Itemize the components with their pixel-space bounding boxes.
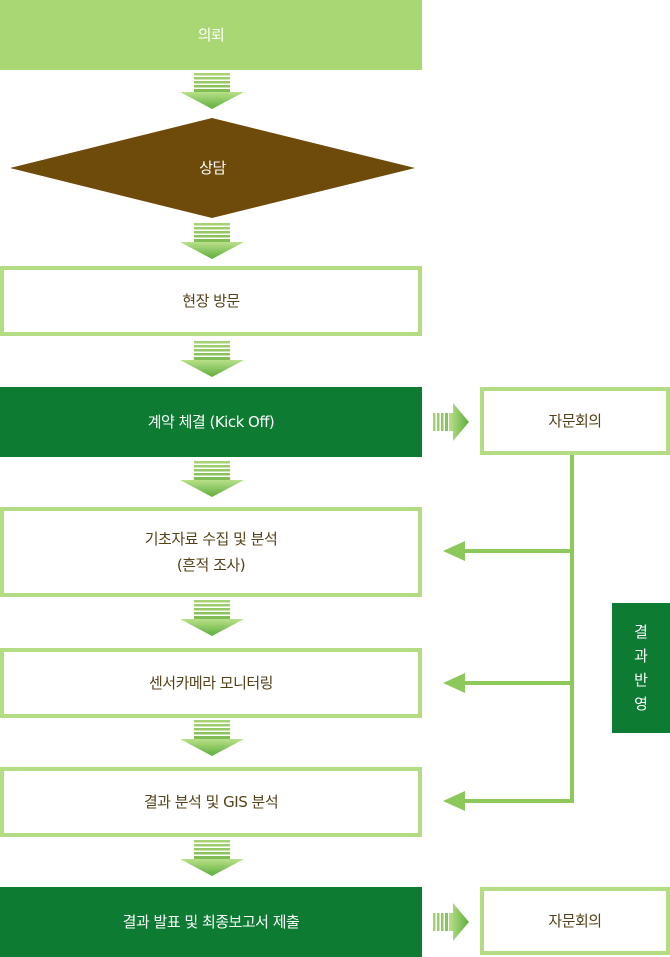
down-arrow-4 xyxy=(180,461,244,497)
advisory-meeting-box-2: 자문회의 xyxy=(480,887,670,955)
feedback-label: 결과반영 xyxy=(634,623,648,713)
advisory-meeting-box-1: 자문회의 xyxy=(480,387,670,455)
right-arrow-1 xyxy=(433,403,469,441)
step-data-collection-box: 기초자료 수집 및 분석 (흔적 조사) xyxy=(0,507,422,597)
step-final-report-box: 결과 발표 및 최종보고서 제출 xyxy=(0,887,422,957)
feedback-arrowheads xyxy=(443,541,465,811)
step-request-label: 의뢰 xyxy=(197,26,225,44)
step-result-analysis-box: 결과 분석 및 GIS 분석 xyxy=(0,767,422,837)
advisory-meeting-label-2: 자문회의 xyxy=(548,912,602,930)
step-sensor-monitoring-box: 센서카메라 모니터링 xyxy=(0,648,422,718)
feedback-connector xyxy=(462,455,574,803)
down-arrow-7 xyxy=(180,840,244,876)
step-request-box: 의뢰 xyxy=(0,0,422,70)
step-contract-box: 계약 체결 (Kick Off) xyxy=(0,387,422,457)
step-contract-label: 계약 체결 (Kick Off) xyxy=(147,413,275,431)
down-arrow-6 xyxy=(180,720,244,756)
step-final-report-label: 결과 발표 및 최종보고서 제출 xyxy=(122,913,300,931)
step-data-collection-label-line2: (흔적 조사) xyxy=(176,556,246,574)
consultation-diamond xyxy=(10,118,415,218)
down-arrow-5 xyxy=(180,600,244,636)
step-data-collection-label-line1: 기초자료 수집 및 분석 xyxy=(144,530,278,548)
step-site-visit-box: 현장 방문 xyxy=(0,266,422,336)
down-arrow-3 xyxy=(180,341,244,377)
down-arrow-2 xyxy=(180,223,244,259)
advisory-meeting-label-1: 자문회의 xyxy=(548,412,602,430)
feedback-label-box: 결과반영 xyxy=(612,603,670,733)
down-arrow-1 xyxy=(180,73,244,109)
step-result-analysis-label: 결과 분석 및 GIS 분석 xyxy=(143,793,279,811)
step-consultation-label: 상담 xyxy=(199,158,226,177)
step-site-visit-label: 현장 방문 xyxy=(182,292,240,310)
right-arrow-2 xyxy=(433,903,469,941)
step-sensor-monitoring-label: 센서카메라 모니터링 xyxy=(149,674,273,692)
